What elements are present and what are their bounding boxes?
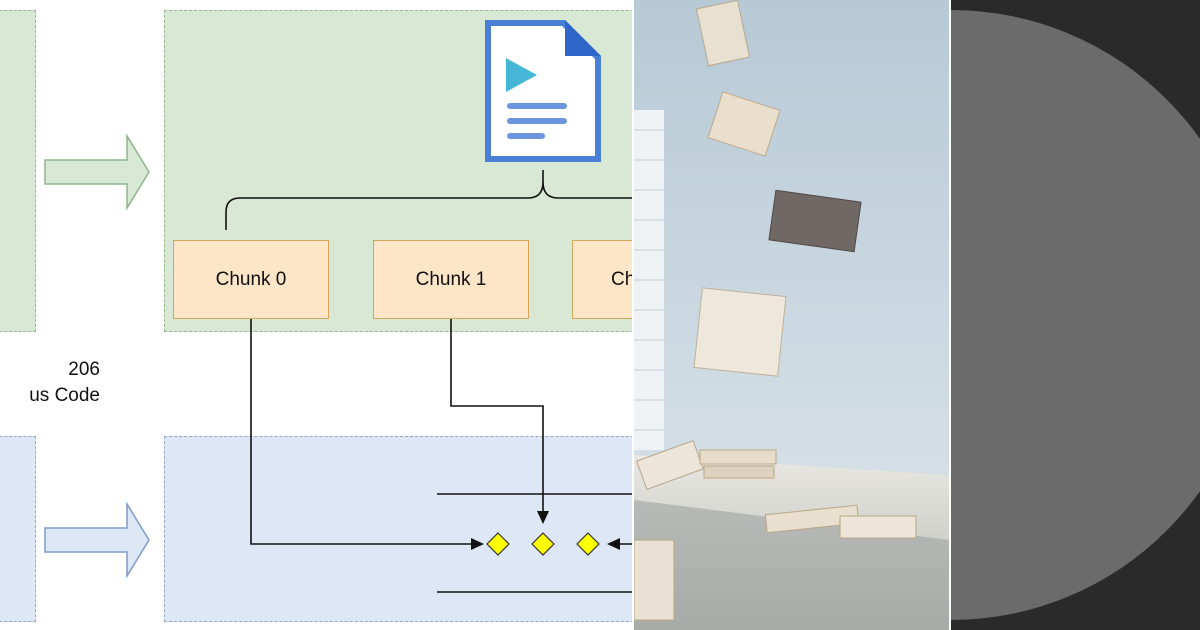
chunk-0: Chunk 0	[173, 240, 329, 319]
diagram-panel: 206 us Code	[0, 10, 633, 622]
flying-books-photo	[634, 0, 949, 630]
diagram-connectors	[44, 20, 633, 593]
connector-lines	[250, 319, 633, 593]
diamond-marker-icon	[486, 532, 510, 556]
panel-divider	[632, 0, 634, 630]
disc-graphic-icon	[951, 10, 1200, 620]
right-arrow-icon	[44, 501, 150, 579]
panel-divider	[949, 0, 951, 630]
right-arrow-icon	[44, 133, 150, 211]
disc-panel	[951, 0, 1200, 630]
diamond-marker-icon	[576, 532, 600, 556]
photo-scene	[634, 0, 949, 630]
video-file-icon	[485, 20, 601, 162]
request-lane-left	[0, 10, 36, 332]
chunk-2: Ch	[572, 240, 633, 319]
status-code-value: 206	[68, 359, 100, 380]
diamond-marker-icon	[531, 532, 555, 556]
window-blinds	[634, 110, 664, 450]
status-code-text: us Code	[29, 385, 100, 406]
response-lane-main	[164, 436, 633, 622]
flying-book-icon	[634, 0, 917, 621]
arrowhead-icon	[471, 538, 484, 550]
arrowhead-icon	[607, 538, 620, 550]
arrowhead-icon	[537, 511, 549, 524]
chunk-brace	[225, 170, 633, 230]
status-code-label: 206 us Code	[0, 357, 100, 409]
response-lane-left	[0, 436, 36, 622]
chunk-1: Chunk 1	[373, 240, 529, 319]
